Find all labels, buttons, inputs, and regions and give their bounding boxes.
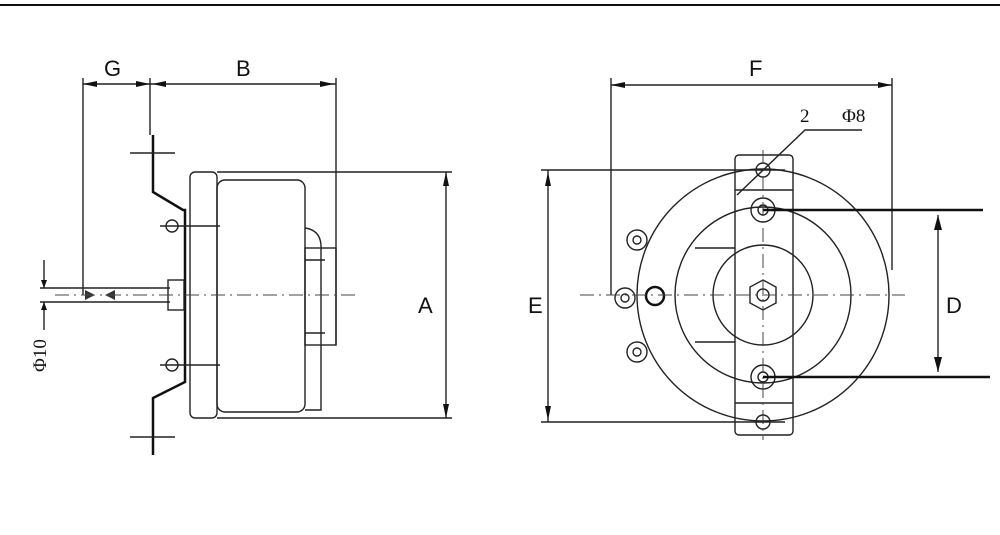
dimension-f: F [610, 56, 893, 295]
label-qty: 2 [800, 106, 810, 127]
dimension-phi10: Φ10 [30, 260, 51, 372]
hole-callout: 2 Φ8 [736, 106, 865, 196]
label-phi10: Φ10 [30, 339, 51, 372]
dimension-e: E [528, 169, 785, 423]
label-g: G [104, 56, 121, 81]
label-phi8: Φ8 [842, 106, 865, 127]
mounting-lugs [614, 229, 666, 363]
dimension-d: D [763, 208, 990, 379]
dimension-g: G [82, 56, 150, 295]
label-e: E [528, 293, 543, 318]
label-b: B [236, 56, 251, 81]
side-view: G B [30, 56, 452, 455]
dimension-a: A [217, 171, 452, 419]
label-f: F [749, 56, 762, 81]
dimension-b: B [149, 56, 337, 345]
label-a: A [418, 293, 433, 318]
front-view: F 2 Φ8 [528, 56, 990, 440]
label-d: D [946, 293, 962, 318]
